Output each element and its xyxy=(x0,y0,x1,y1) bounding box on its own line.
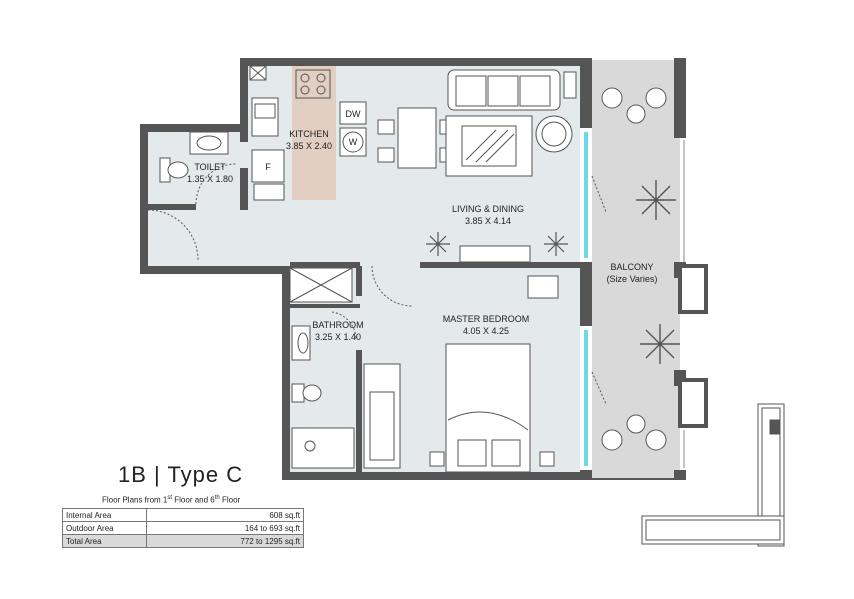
area-value: 164 to 693 sq.ft xyxy=(146,521,304,535)
balcony-label: BALCONY xyxy=(610,262,653,272)
toilet-size: 1.35 X 1.80 xyxy=(187,174,233,184)
area-value: 608 sq.ft xyxy=(146,508,304,522)
balcony-table-top-icon xyxy=(626,104,646,124)
side-table-icon xyxy=(563,71,577,99)
living-size: 3.85 X 4.14 xyxy=(465,216,511,226)
balcony-floor xyxy=(592,60,680,480)
area-label: Total Area xyxy=(62,534,147,548)
bath-basin-icon xyxy=(291,325,311,361)
desk-icon xyxy=(527,275,559,299)
area-value: 772 to 1295 sq.ft xyxy=(146,534,304,548)
area-row-outdoor: Outdoor Area 164 to 693 sq.ft xyxy=(62,521,304,535)
bedroom-size: 4.05 X 4.25 xyxy=(463,326,509,336)
bedroom-label: MASTER BEDROOM xyxy=(443,314,530,324)
key-plan xyxy=(641,403,785,547)
balcony-table-bottom-icon xyxy=(626,414,646,434)
bathroom-fixtures xyxy=(289,267,401,469)
balcony-plant-icons xyxy=(636,180,680,364)
balcony-note: (Size Varies) xyxy=(607,274,658,284)
living-furniture xyxy=(377,69,577,299)
washer-icon xyxy=(339,127,367,157)
kitchen-size: 3.85 X 2.40 xyxy=(286,141,332,151)
bath-wc-icon xyxy=(291,383,305,403)
bedroom-furniture xyxy=(429,343,555,473)
area-row-internal: Internal Area 608 sq.ft xyxy=(62,508,304,522)
balcony-columns xyxy=(678,264,708,428)
room-labels: KITCHEN 3.85 X 2.40 TOILET 1.35 X 1.80 L… xyxy=(187,109,657,342)
cooktop-icon xyxy=(295,69,331,99)
shower-tray-icon xyxy=(291,427,355,469)
nightstand-right-icon xyxy=(539,451,555,467)
nightstand-left-icon xyxy=(429,451,445,467)
tv-unit-icon xyxy=(459,245,531,263)
unit-title: 1B | Type C xyxy=(118,462,244,487)
living-label: LIVING & DINING xyxy=(452,204,524,214)
bathroom-size: 3.25 X 1.40 xyxy=(315,332,361,342)
fridge-icon xyxy=(251,149,285,183)
door-swings xyxy=(147,175,607,405)
dishwasher-label: DW xyxy=(346,109,361,119)
plant-icons xyxy=(426,232,568,256)
floor-range: Floor Plans from 1st Floor and 6th Floor xyxy=(102,495,241,505)
dishwasher-icon xyxy=(339,101,367,125)
washer-label: W xyxy=(349,137,358,147)
toilet-label: TOILET xyxy=(194,162,226,172)
fridge-label: F xyxy=(265,162,271,172)
area-row-total: Total Area 772 to 1295 sq.ft xyxy=(62,534,304,548)
area-label: Outdoor Area xyxy=(62,521,147,535)
toilet-basin-icon xyxy=(189,131,229,155)
area-table: Internal Area 608 sq.ft Outdoor Area 164… xyxy=(62,508,304,548)
balcony-furniture xyxy=(601,87,667,451)
kitchen-counter xyxy=(249,65,367,201)
dining-table-icon xyxy=(397,107,437,169)
kitchen-label: KITCHEN xyxy=(289,129,329,139)
toilet-fixtures xyxy=(159,131,237,205)
area-label: Internal Area xyxy=(62,508,147,522)
bathroom-label: BATHROOM xyxy=(312,320,363,330)
